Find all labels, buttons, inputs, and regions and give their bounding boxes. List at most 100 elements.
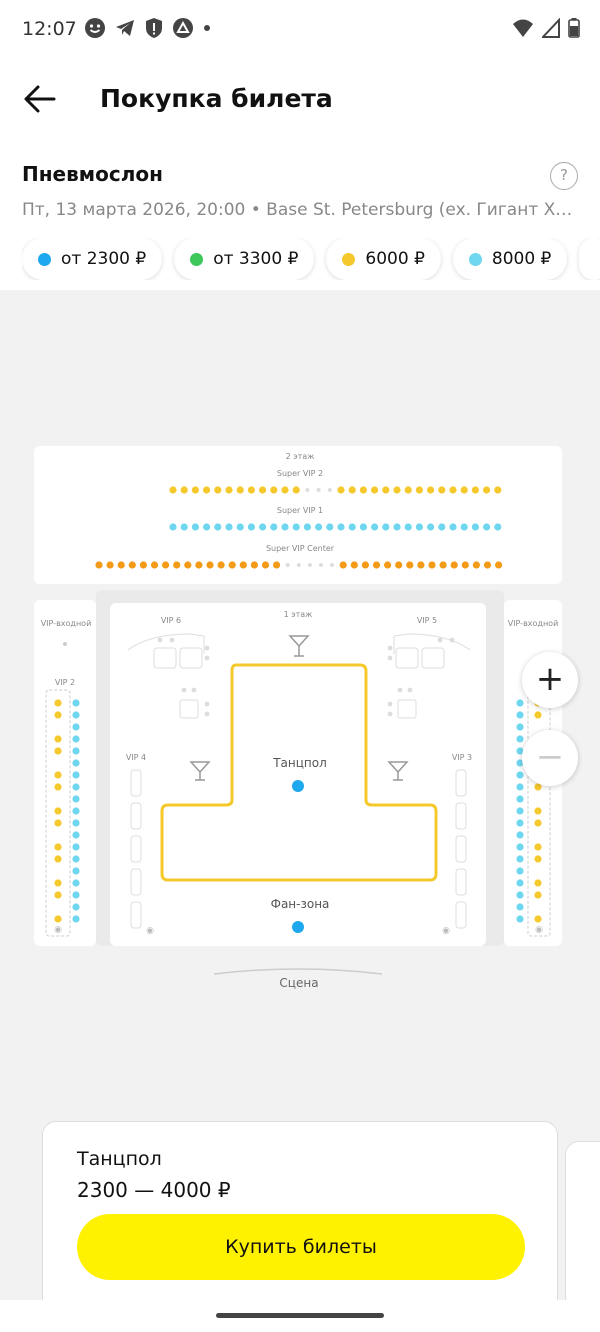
seat[interactable] [427, 486, 435, 494]
seat[interactable] [54, 807, 62, 815]
nav-handle[interactable] [216, 1313, 384, 1318]
seat[interactable] [534, 915, 542, 923]
seat[interactable] [191, 523, 199, 531]
seat[interactable] [106, 561, 114, 569]
seat[interactable] [449, 486, 457, 494]
seat[interactable] [337, 486, 345, 494]
super-vip-2-seats[interactable] [169, 486, 502, 494]
seat[interactable] [72, 843, 80, 851]
seat[interactable] [72, 879, 80, 887]
seat[interactable] [195, 561, 203, 569]
seat[interactable] [483, 561, 492, 569]
seat[interactable] [534, 879, 542, 887]
seat-map[interactable]: 2 этаж Super VIP 2 Super VIP 1 Super VIP… [0, 300, 600, 1090]
seat[interactable] [359, 523, 367, 531]
seat[interactable] [72, 819, 80, 827]
seat[interactable] [225, 486, 233, 494]
seat[interactable] [516, 831, 524, 839]
seat[interactable] [72, 915, 80, 923]
table-seat[interactable] [204, 645, 210, 651]
seat[interactable] [439, 561, 447, 569]
vip6-tables[interactable] [127, 633, 205, 719]
seat[interactable] [305, 488, 310, 492]
seat[interactable] [247, 523, 255, 531]
seat[interactable] [54, 819, 62, 827]
seat[interactable] [54, 867, 62, 875]
seat[interactable] [54, 915, 62, 923]
seat[interactable] [72, 747, 80, 755]
price-chip-8000[interactable]: 8000 ₽ [452, 238, 568, 280]
seat[interactable] [54, 711, 62, 719]
table-seat[interactable] [387, 711, 393, 717]
table-seat[interactable] [204, 655, 210, 661]
seat[interactable] [281, 486, 289, 494]
seat[interactable] [180, 486, 188, 494]
table-seat[interactable] [449, 637, 455, 643]
seat[interactable] [326, 523, 334, 531]
seat[interactable] [270, 486, 278, 494]
table-box[interactable] [455, 769, 467, 797]
price-chip-3300[interactable]: от 3300 ₽ [174, 238, 315, 280]
seat[interactable] [315, 523, 323, 531]
seat[interactable] [72, 759, 80, 767]
seat[interactable] [384, 561, 392, 569]
seat[interactable] [406, 561, 414, 569]
seat[interactable] [72, 867, 80, 875]
table-box[interactable] [130, 868, 142, 896]
seat[interactable] [285, 563, 290, 567]
seat[interactable] [173, 561, 181, 569]
vip3-tables[interactable] [455, 769, 467, 929]
seat[interactable] [460, 523, 468, 531]
seat[interactable] [54, 771, 62, 779]
table-seat[interactable] [169, 637, 175, 643]
seat[interactable] [150, 561, 159, 569]
seat[interactable] [117, 561, 125, 569]
table-box[interactable] [130, 835, 142, 863]
seat[interactable] [236, 486, 244, 494]
seat[interactable] [361, 561, 369, 569]
seat[interactable] [303, 523, 311, 531]
table-seat[interactable] [387, 645, 393, 651]
seat[interactable] [330, 563, 335, 567]
seat[interactable] [203, 486, 211, 494]
fanzone-price-dot[interactable] [292, 921, 304, 933]
buy-tickets-button[interactable]: Купить билеты [77, 1214, 525, 1280]
table-box[interactable] [455, 802, 467, 830]
table-seat[interactable] [204, 701, 210, 707]
price-chip-6000[interactable]: 6000 ₽ [326, 238, 441, 280]
seat[interactable] [494, 523, 502, 531]
price-chip-more[interactable] [579, 238, 600, 280]
seat[interactable] [307, 563, 312, 567]
seat[interactable] [72, 903, 80, 911]
seat[interactable] [534, 843, 542, 851]
seat[interactable] [516, 807, 524, 815]
seat[interactable] [516, 867, 524, 875]
seat[interactable] [415, 486, 423, 494]
seat[interactable] [54, 831, 62, 839]
super-vip-1-seats[interactable] [169, 523, 502, 531]
seat[interactable] [214, 523, 222, 531]
seat[interactable] [516, 771, 524, 779]
seat[interactable] [534, 711, 542, 719]
table-box[interactable] [130, 769, 142, 797]
seat[interactable] [270, 523, 278, 531]
seat[interactable] [72, 723, 80, 731]
seat[interactable] [516, 855, 524, 863]
seat[interactable] [495, 561, 503, 569]
table-seat[interactable] [397, 687, 403, 693]
seat[interactable] [247, 486, 255, 494]
seat[interactable] [359, 486, 367, 494]
seat[interactable] [319, 563, 323, 567]
seat[interactable] [95, 561, 103, 569]
seat[interactable] [139, 561, 147, 569]
seat[interactable] [461, 561, 469, 569]
seat[interactable] [348, 486, 356, 494]
seat[interactable] [534, 855, 542, 863]
seat[interactable] [516, 735, 524, 743]
seat[interactable] [281, 523, 289, 531]
seat[interactable] [516, 795, 524, 803]
seat[interactable] [72, 783, 80, 791]
zoom-in-button[interactable]: + [522, 652, 578, 708]
seat[interactable] [217, 561, 225, 569]
seat[interactable] [404, 523, 412, 531]
